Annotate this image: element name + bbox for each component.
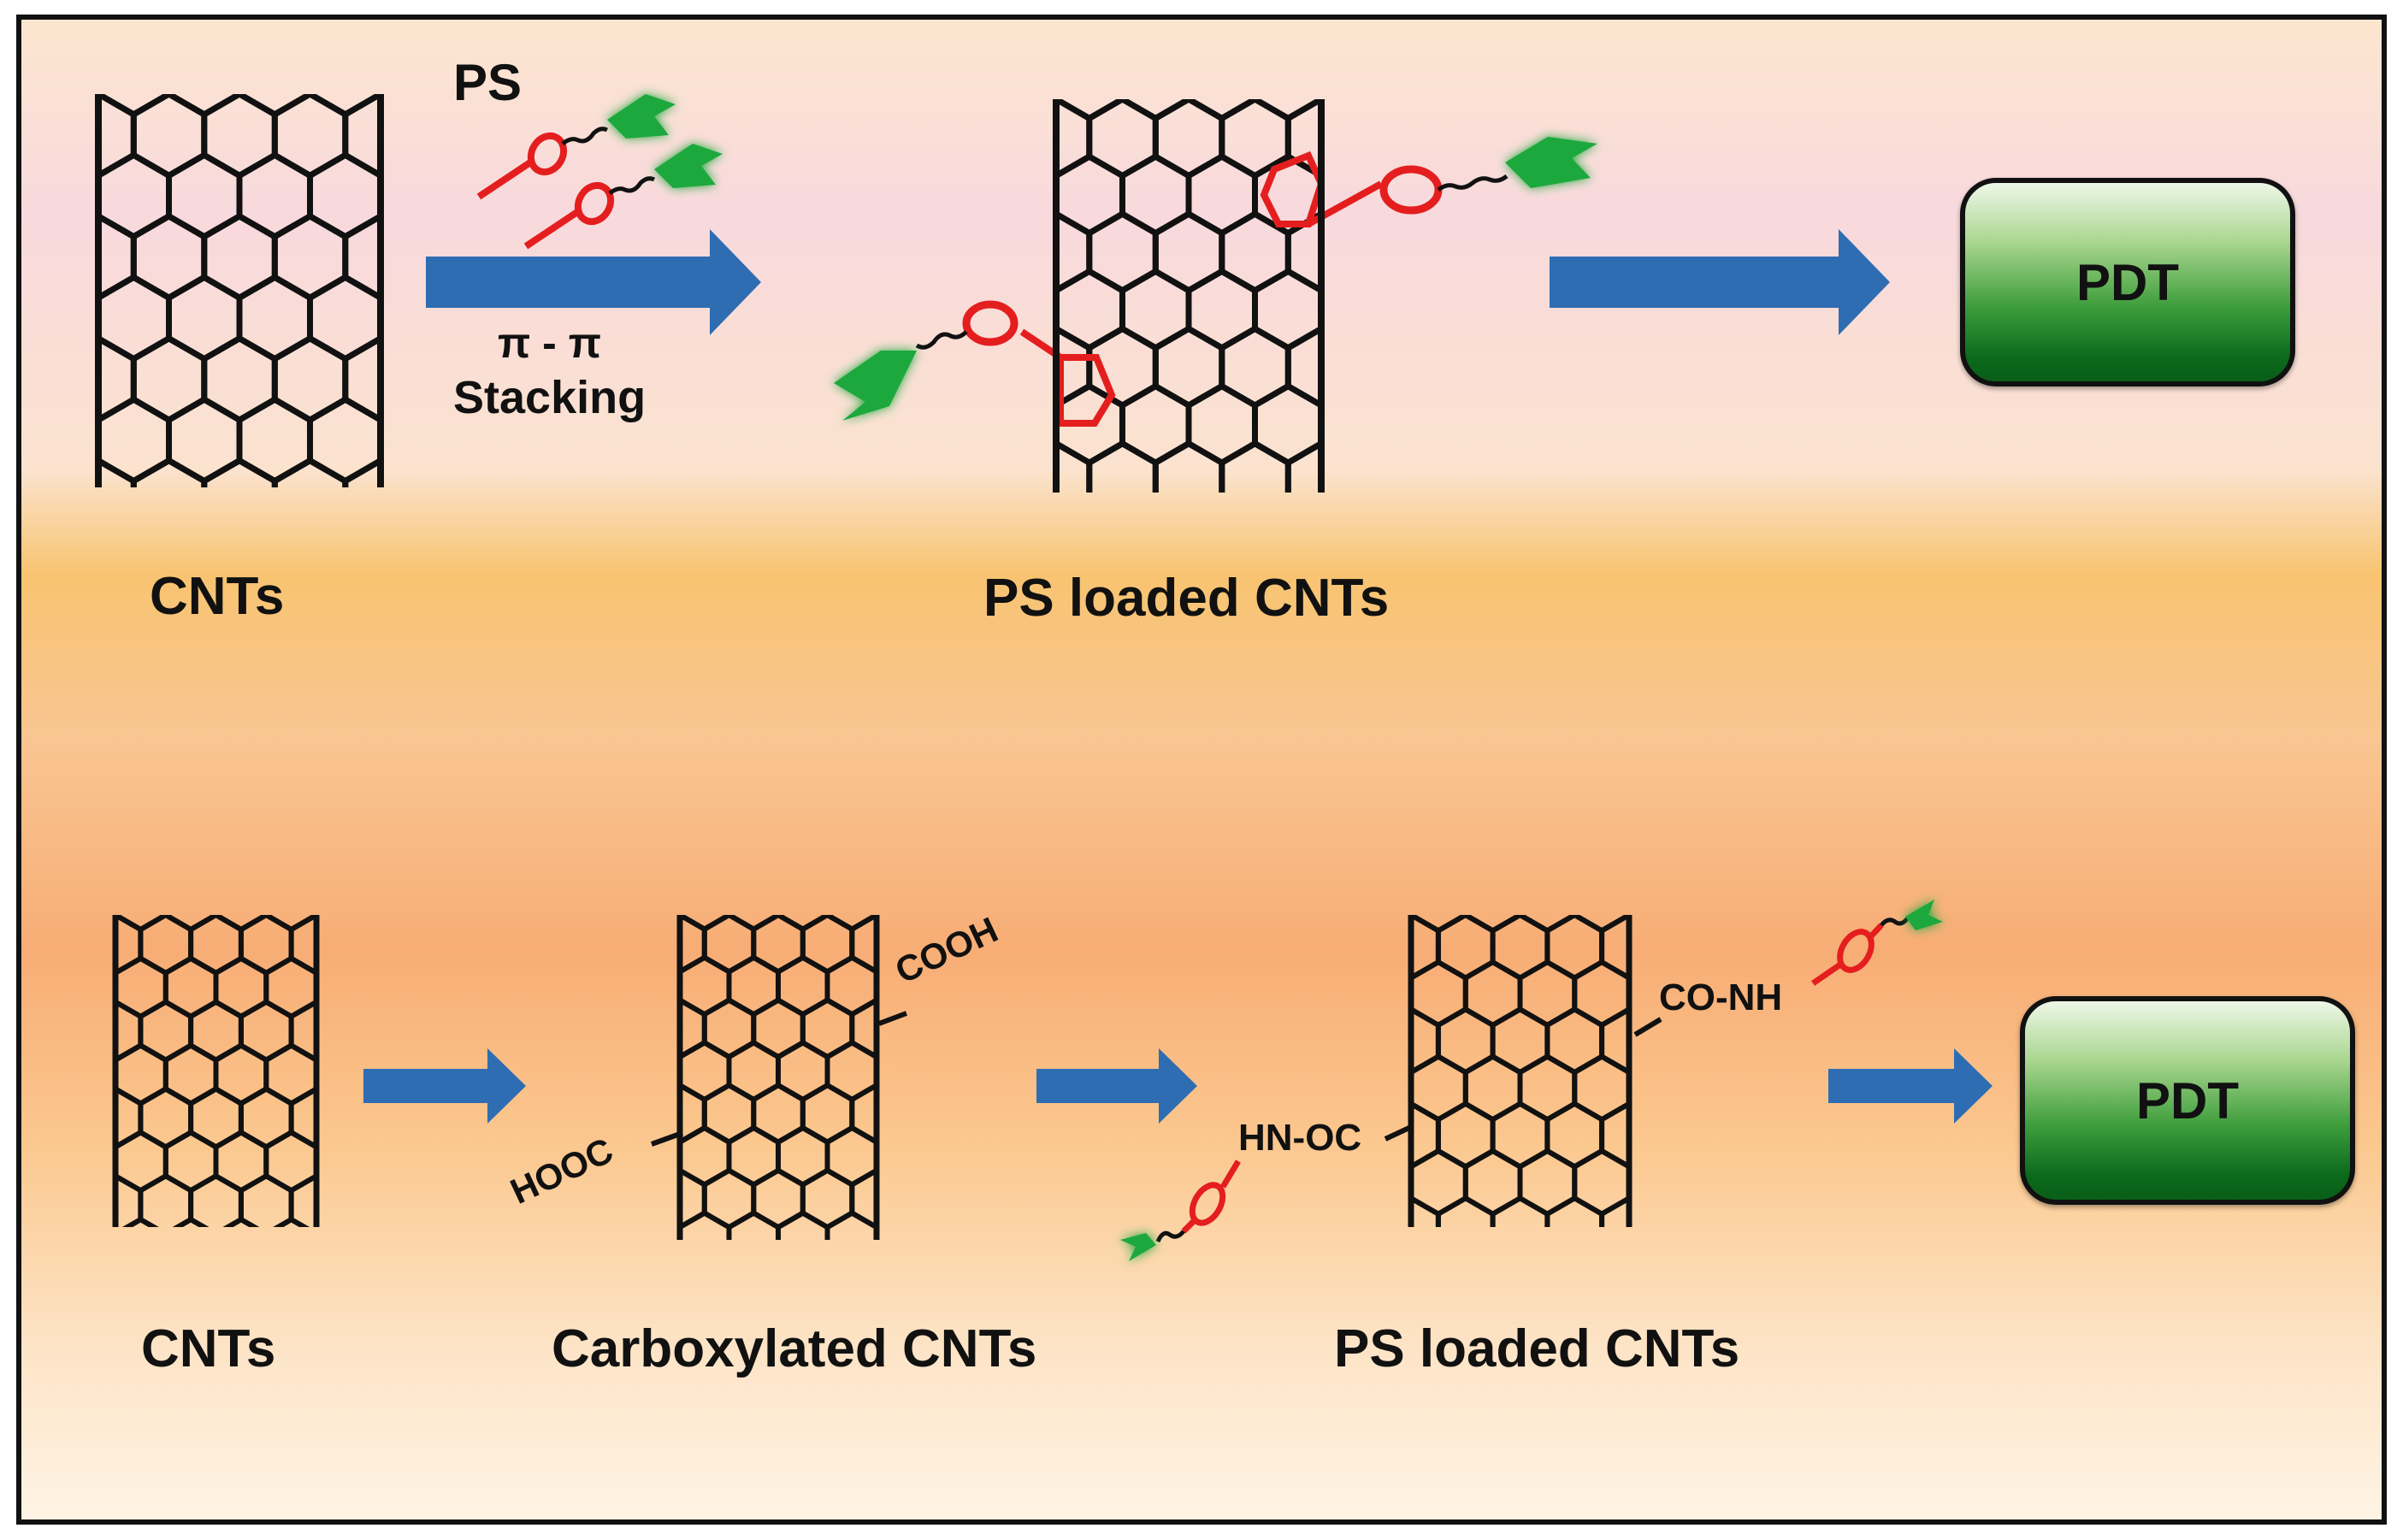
cooh-bond xyxy=(877,1011,908,1026)
hexagon-cell xyxy=(1284,210,1321,294)
cnt-label-bottom: CNTs xyxy=(141,1319,276,1378)
hexagon-cell xyxy=(849,915,877,975)
pdt-label-top: PDT xyxy=(2076,253,2179,311)
hexagon-cell xyxy=(849,1167,877,1230)
hexagon-cell xyxy=(288,915,316,977)
ps-amide-upper-icon xyxy=(1811,900,1943,986)
hexagon-cell xyxy=(1599,1006,1629,1076)
hexagon-cell xyxy=(288,999,316,1064)
cnt-label-top: CNTs xyxy=(150,567,285,626)
hexagon-cell xyxy=(288,1086,316,1150)
hnoc-bond xyxy=(1384,1124,1413,1142)
carboxylated-label: Carboxylated CNTs xyxy=(552,1319,1037,1378)
hexagon-cell xyxy=(849,1082,877,1146)
hexagon-cell xyxy=(1599,1100,1629,1170)
arrow-top-2 xyxy=(1550,229,1890,335)
ps-loaded-label-top: PS loaded CNTs xyxy=(983,569,1390,628)
cnt-lattice-bottom-carboxylated xyxy=(680,915,877,1240)
cnt-wall xyxy=(1053,99,1325,493)
cnt-lattice-top-loaded xyxy=(1056,99,1321,493)
pdt-box-bottom: PDT xyxy=(2020,996,2355,1205)
cnt-wall xyxy=(676,915,880,1240)
hexagon-cell xyxy=(342,94,381,180)
hexagon-cell xyxy=(1284,325,1321,410)
pi-stacking-symbol: π - π xyxy=(498,319,601,367)
cnt-wall xyxy=(95,94,384,487)
conh-bond xyxy=(1633,1017,1662,1037)
arrow-bottom-2 xyxy=(1036,1048,1197,1124)
hexagon-cell xyxy=(288,1172,316,1227)
arrow-top-1 xyxy=(426,229,761,335)
pdt-label-bottom: PDT xyxy=(2136,1071,2239,1130)
cnt-wall xyxy=(112,915,320,1227)
hexagon-cell xyxy=(1599,915,1629,982)
ps-loaded-label-bottom: PS loaded CNTs xyxy=(1334,1319,1740,1378)
arrow-bottom-3 xyxy=(1828,1048,1993,1124)
stacking-label: Stacking xyxy=(453,372,647,423)
pdt-box-top: PDT xyxy=(1960,178,2295,386)
hexagon-cell xyxy=(1599,1195,1629,1227)
arrow-bottom-1 xyxy=(363,1048,526,1124)
ps-molecule-icon xyxy=(476,94,676,200)
cnt-lattice-bottom-pristine xyxy=(115,915,316,1227)
hexagon-cell xyxy=(824,1210,877,1240)
hexagon-cell xyxy=(342,334,381,424)
hexagon-cell xyxy=(1284,440,1321,493)
ps-stacked-upper-icon xyxy=(1260,137,1597,227)
conh-label: CO-NH xyxy=(1659,977,1783,1018)
hexagon-cell xyxy=(342,457,381,487)
cnt-lattice-bottom-loaded xyxy=(1411,915,1629,1227)
hexagon-cell xyxy=(849,997,877,1060)
ps-molecule-icon xyxy=(523,144,723,250)
cnt-lattice-top-left xyxy=(98,94,381,487)
hexagon-cell xyxy=(1284,99,1321,180)
hnoc-label: HN-OC xyxy=(1238,1117,1362,1159)
ps-amide-lower-icon xyxy=(1120,1159,1242,1261)
ps-label: PS xyxy=(453,54,523,111)
cnt-wall xyxy=(1408,915,1633,1227)
hexagon-cell xyxy=(342,212,381,302)
